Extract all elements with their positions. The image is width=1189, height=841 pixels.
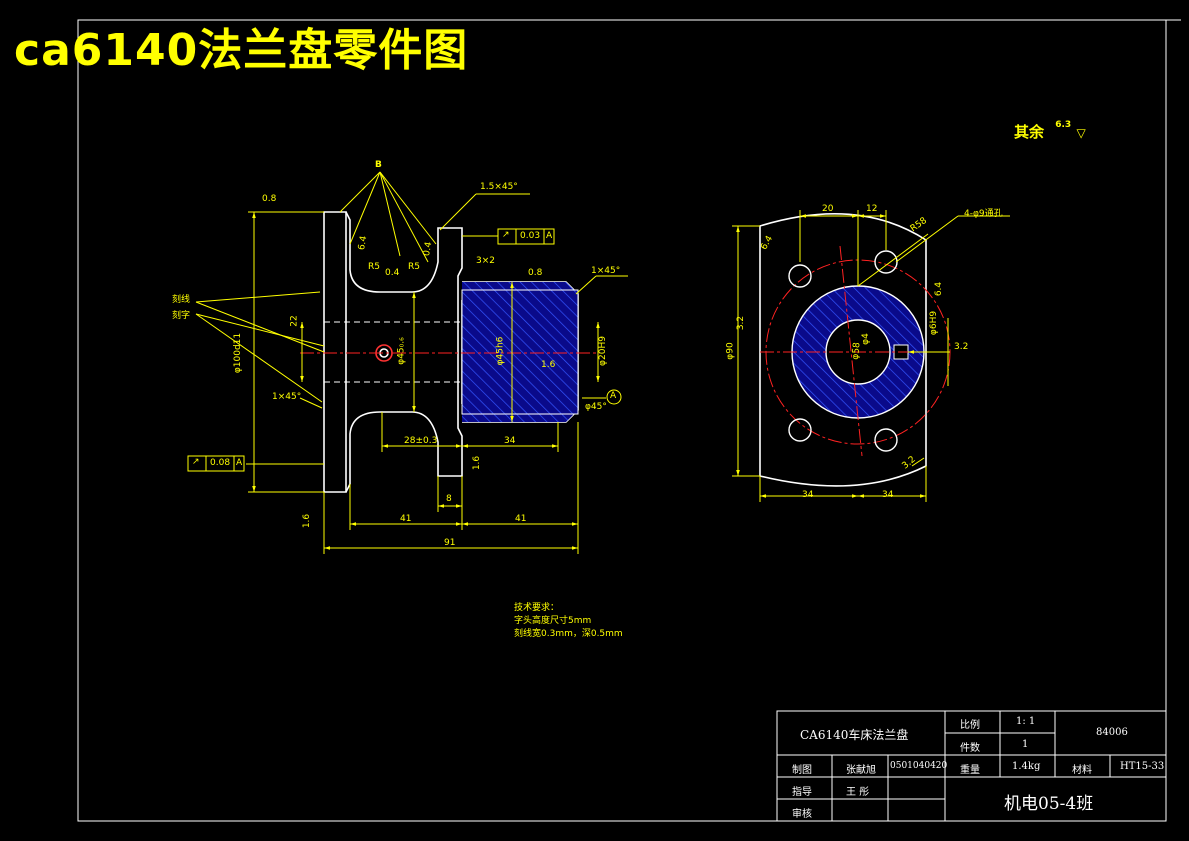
tb-student-no: 0501040420 (890, 761, 948, 771)
roughness-symbol-icon: ▽ (1076, 126, 1086, 140)
tb-class-name: 机电05-4班 (1004, 794, 1094, 814)
drawing-frame (77, 19, 1167, 822)
title-block (776, 710, 1167, 822)
tb-material-label: 材料 (1072, 765, 1092, 776)
tb-drawing-no: 84006 (1096, 727, 1128, 738)
side-view (759, 213, 951, 487)
tb-part-name: CA6140车床法兰盘 (800, 728, 909, 742)
tech-req-line-1: 字头高度尺寸5mm (514, 616, 592, 626)
front-dimensions (195, 171, 628, 554)
tb-review-label: 审核 (792, 809, 812, 820)
tb-guide-name: 王 彤 (846, 787, 870, 798)
tb-drawn-by: 张献旭 (846, 765, 876, 776)
tb-drawn-by-label: 制图 (792, 765, 812, 776)
tb-weight-value: 1.4kg (1012, 761, 1041, 772)
surface-roughness-note: 其余 6.3 ▽ (1014, 120, 1086, 142)
technical-requirements: 技术要求： 字头高度尺寸5mm 刻线宽0.3mm，深0.5mm (514, 602, 623, 641)
tb-count-label: 件数 (960, 743, 980, 754)
side-dimensions (732, 210, 1010, 502)
tb-material-value: HT15-33 (1120, 761, 1165, 772)
surface-note-roughness: 6.3 (1055, 120, 1072, 130)
tb-guide-label: 指导 (792, 787, 812, 798)
tech-req-heading: 技术要求： (514, 603, 560, 613)
datum-a-circle (606, 389, 622, 405)
tb-scale-value: 1: 1 (1016, 716, 1036, 727)
page-title: ca6140法兰盘零件图 (14, 25, 469, 76)
tb-weight-label: 重量 (960, 765, 980, 776)
tb-scale-label: 比例 (960, 720, 980, 731)
front-hatch-core (461, 289, 579, 415)
tolerance-frame-1 (497, 228, 555, 245)
tb-count-value: 1 (1022, 739, 1029, 750)
tolerance-frame-2 (187, 455, 245, 472)
surface-note-text: 其余 (1014, 123, 1045, 141)
tech-req-line-2: 刻线宽0.3mm，深0.5mm (514, 629, 623, 639)
